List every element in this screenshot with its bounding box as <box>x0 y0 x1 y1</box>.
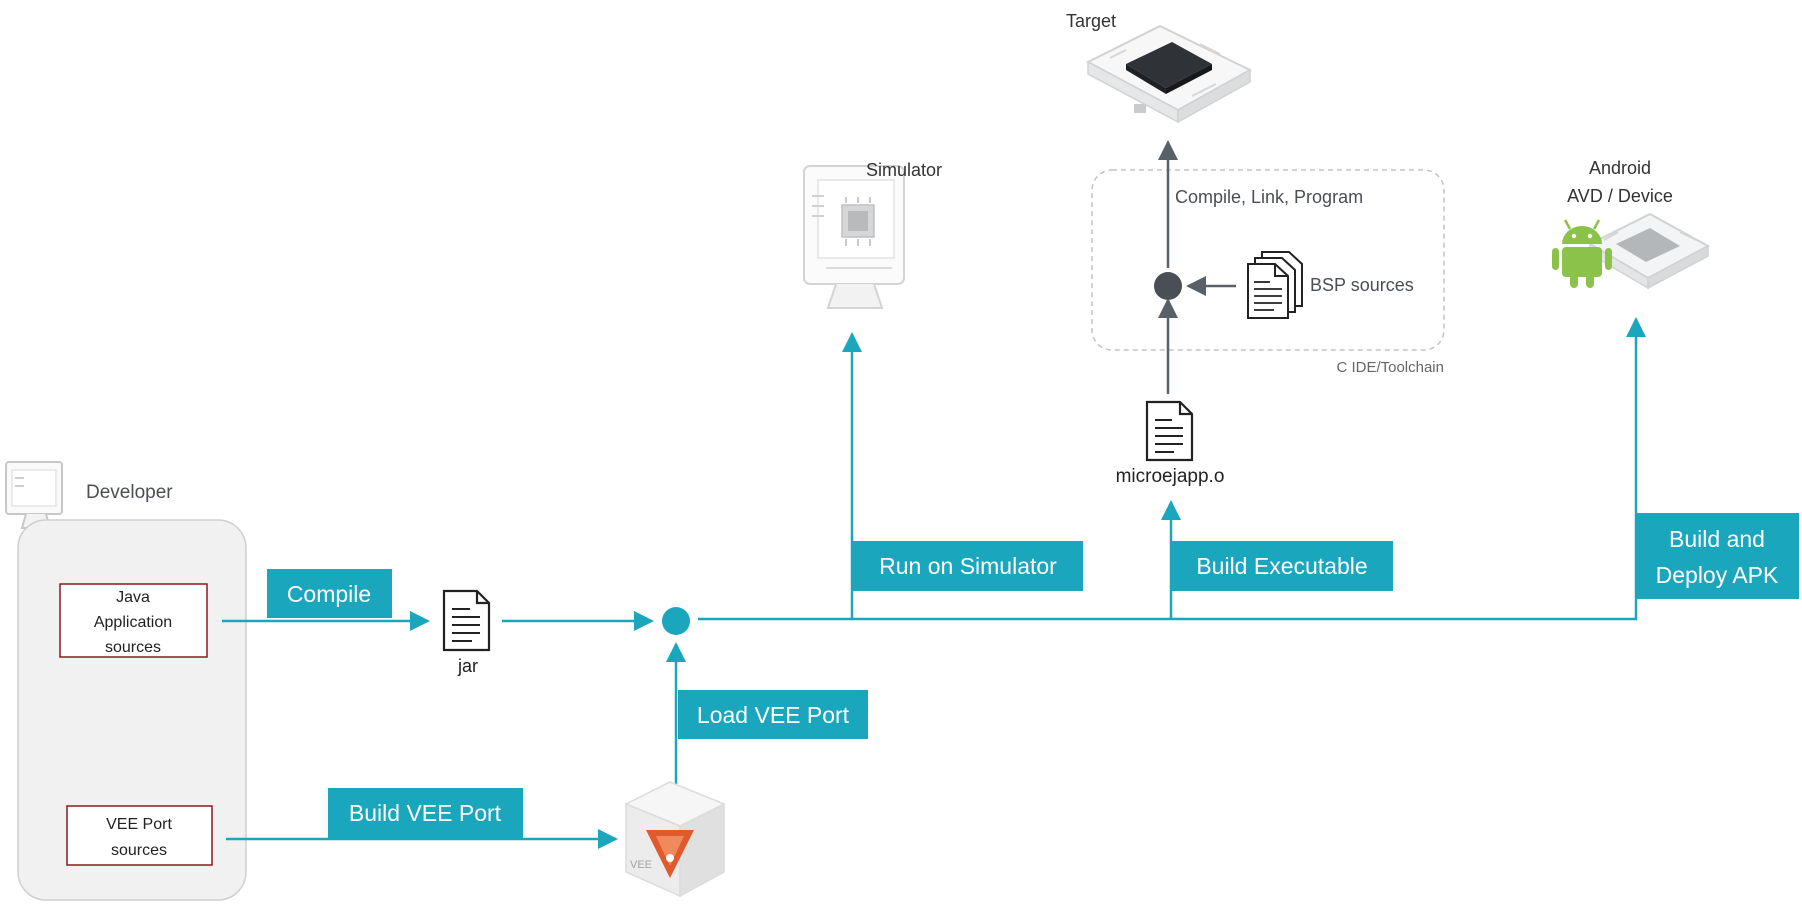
microejapp-document-icon <box>1145 400 1194 462</box>
c-ide-toolchain-box <box>1091 169 1445 351</box>
microejapp-label: microejapp.o <box>1116 466 1225 487</box>
vee-port-sources-box[interactable]: VEE Port sources <box>66 805 213 866</box>
bsp-sources-label: BSP sources <box>1310 275 1414 295</box>
android-robot-icon <box>1552 219 1612 288</box>
step-run-on-simulator-label: Run on Simulator <box>879 553 1057 579</box>
step-compile-link-program: Compile, Link, Program <box>1175 187 1363 207</box>
c-ide-toolchain-label: C IDE/Toolchain <box>1336 359 1444 376</box>
jar-label: jar <box>457 656 478 676</box>
target-label: Target <box>1066 11 1116 31</box>
step-build-deploy-apk-line1: Build and <box>1669 526 1765 552</box>
java-sources-line1: Java <box>116 589 150 606</box>
step-build-executable[interactable]: Build Executable <box>1171 541 1393 591</box>
jar-document-icon <box>442 589 491 652</box>
developer-label: Developer <box>86 482 173 503</box>
hub-node <box>662 607 690 635</box>
step-build-executable-label: Build Executable <box>1196 553 1367 579</box>
step-compile[interactable]: Compile <box>267 569 392 618</box>
step-build-vee-port-label: Build VEE Port <box>349 800 502 826</box>
android-device-icon <box>1587 212 1711 290</box>
step-compile-label: Compile <box>287 581 371 607</box>
vee-badge-text: VEE <box>630 859 652 871</box>
step-build-deploy-apk[interactable]: Build and Deploy APK <box>1636 513 1799 599</box>
android-label-line2: AVD / Device <box>1567 186 1673 206</box>
java-application-sources-box[interactable]: Java Application sources <box>59 583 208 658</box>
output-bus-line <box>698 532 1638 621</box>
step-load-vee-port-label: Load VEE Port <box>697 702 850 728</box>
step-build-vee-port[interactable]: Build VEE Port <box>328 788 523 838</box>
java-sources-line3: sources <box>105 639 161 656</box>
vee-cube-icon: VEE <box>624 781 726 898</box>
vee-port-sources-line2: sources <box>111 842 167 859</box>
step-load-vee-port[interactable]: Load VEE Port <box>678 690 868 739</box>
step-build-deploy-apk-line2: Deploy APK <box>1656 562 1779 588</box>
vee-port-sources-line1: VEE Port <box>106 816 172 833</box>
simulator-monitor-icon <box>803 165 905 309</box>
java-sources-line2: Application <box>94 614 172 631</box>
link-node <box>1154 272 1182 300</box>
step-run-on-simulator[interactable]: Run on Simulator <box>852 541 1083 591</box>
target-board-icon <box>1085 24 1253 124</box>
simulator-label: Simulator <box>866 160 942 180</box>
bsp-sources-documents-icon <box>1247 251 1303 319</box>
developer-monitor-icon <box>5 461 63 529</box>
android-label-line1: Android <box>1589 158 1651 178</box>
